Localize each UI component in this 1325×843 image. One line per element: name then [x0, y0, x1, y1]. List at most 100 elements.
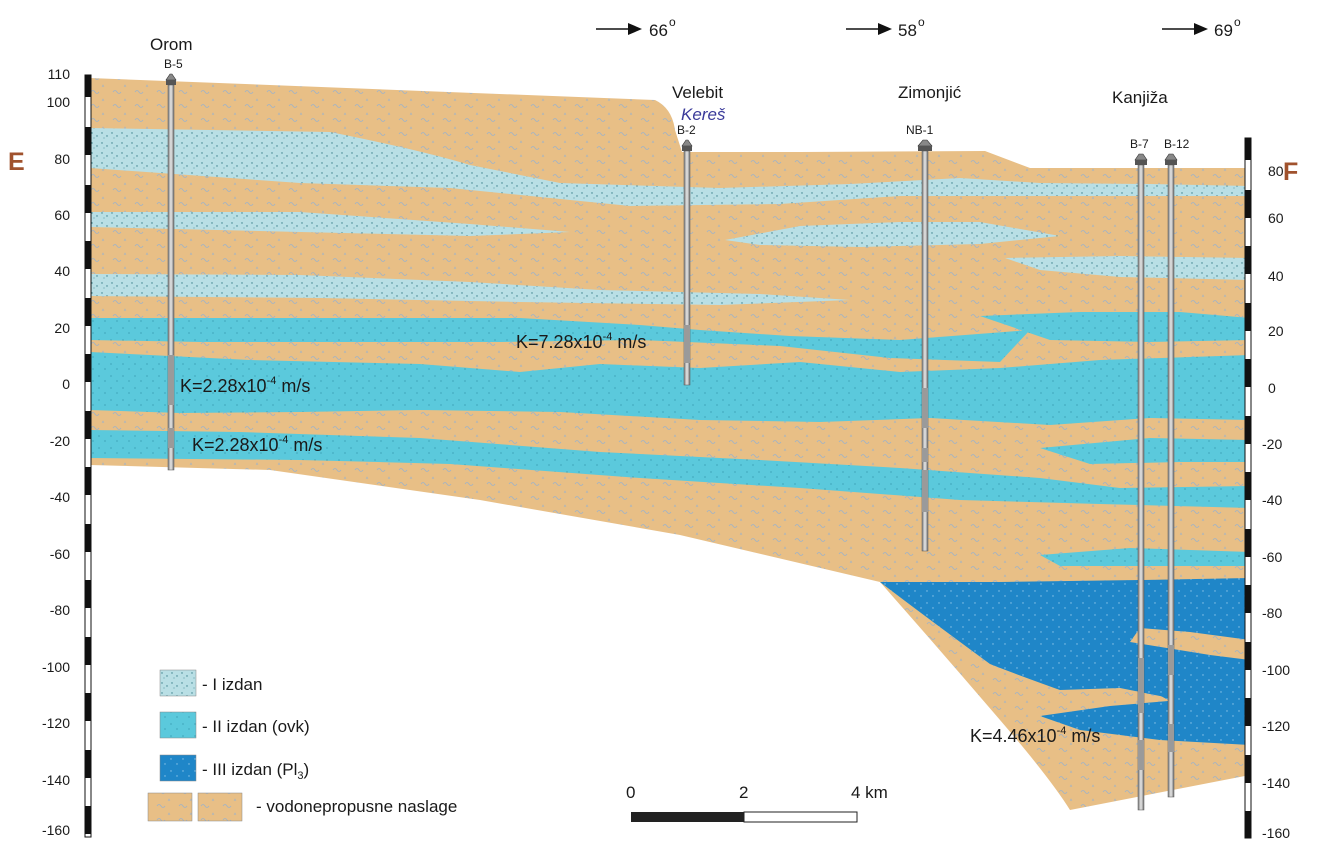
arrow-head-icon	[628, 23, 642, 35]
direction-angle-3: 69	[1214, 21, 1233, 40]
aquifer-i-layer-5	[1005, 256, 1250, 280]
well-label-b12: B-12	[1164, 137, 1190, 151]
well-screen	[1138, 740, 1144, 770]
conductivity-label-4: K=4.46x10-4 m/s	[970, 725, 1100, 746]
well-label-b5: B-5	[164, 57, 183, 71]
aquifer-iii-layer	[880, 578, 1250, 745]
left-tick-110: 110	[48, 66, 71, 82]
left-tick-minus-120: -120	[42, 715, 70, 731]
left-tick-minus-140: -140	[42, 772, 70, 788]
direction-arrow-3: 69 o	[1162, 15, 1241, 40]
left-tick-40: 40	[54, 263, 70, 279]
wellhead-cap	[682, 146, 692, 151]
wellhead-icon	[681, 139, 693, 147]
right-tick-minus-40: -40	[1262, 492, 1282, 508]
aquifer-i-layer-1	[90, 128, 1250, 206]
right-tick-minus-120: -120	[1262, 718, 1290, 734]
wellhead-cap	[1165, 160, 1177, 165]
well-casing	[167, 84, 175, 471]
well-screen	[1138, 658, 1144, 713]
conductivity-label-3: K=7.28x10-4 m/s	[516, 331, 646, 352]
legend-swatch-aquifer-ii	[159, 711, 197, 739]
legend-swatch-impermeable-1	[147, 792, 193, 822]
legend-swatch-aquifer-iii	[159, 754, 197, 782]
well-casing	[683, 150, 691, 386]
left-tick-100: 100	[47, 94, 71, 110]
aquifer-iii-lens	[1150, 682, 1250, 712]
aquifer-i-layer-4	[90, 274, 850, 305]
left-tick-minus-80: -80	[50, 602, 70, 618]
well-label-b7: B-7	[1130, 137, 1149, 151]
locality-velebit: Velebit	[672, 83, 723, 102]
left-elevation-scale: 110 100 80 60 40 20 0 -20 -40 -60 -80 -1…	[42, 66, 92, 838]
section-end-e: E	[8, 148, 25, 176]
right-tick-minus-20: -20	[1262, 436, 1282, 452]
scale-bar: 0 2 4 km	[626, 783, 888, 823]
direction-arrow-1: 66 o	[596, 15, 676, 40]
left-tick-minus-20: -20	[50, 433, 70, 449]
legend-label-aquifer-iii: - III izdan (Pl3)	[202, 760, 309, 782]
well-b2: B-2	[677, 123, 696, 386]
scale-bar-label-2: 2	[739, 783, 748, 802]
legend-label-impermeable: - vodonepropusne naslage	[256, 797, 457, 816]
well-screen	[168, 428, 174, 448]
aquifer-i-layer-2	[90, 212, 570, 236]
locality-kanjiza: Kanjiža	[1112, 88, 1168, 107]
direction-degree-2: o	[918, 15, 925, 29]
left-tick-minus-100: -100	[42, 659, 70, 675]
locality-orom: Orom	[150, 35, 193, 54]
right-tick-minus-160: -160	[1262, 825, 1290, 841]
wellhead-icon	[1164, 153, 1178, 161]
left-tick-minus-40: -40	[50, 489, 70, 505]
arrow-head-icon	[1194, 23, 1208, 35]
aquifer-ii-layer-4	[90, 430, 1250, 508]
left-tick-20: 20	[54, 320, 70, 336]
well-b5: B-5	[164, 57, 183, 471]
scale-bar-label-4km: 4 km	[851, 783, 888, 802]
well-screen	[1168, 724, 1174, 752]
well-screen	[684, 325, 690, 363]
wellhead-cap	[1135, 160, 1147, 165]
direction-angle-2: 58	[898, 21, 917, 40]
wellhead-cap	[918, 146, 932, 151]
right-tick-20: 20	[1268, 323, 1284, 339]
conductivity-label-1: K=2.28x10-4 m/s	[180, 375, 310, 396]
left-tick-minus-60: -60	[50, 546, 70, 562]
well-screen	[1168, 645, 1174, 675]
right-tick-minus-60: -60	[1262, 549, 1282, 565]
right-tick-minus-80: -80	[1262, 605, 1282, 621]
direction-indicators: 66 o 58 o 69 o	[596, 15, 1241, 40]
well-label-nb1: NB-1	[906, 123, 934, 137]
legend-swatch-impermeable-2	[197, 792, 243, 822]
aquifer-ii-layer-5	[1040, 438, 1250, 464]
scale-bar-dark-segment	[631, 812, 744, 822]
conductivity-label-2: K=2.28x10-4 m/s	[192, 434, 322, 455]
left-tick-0: 0	[62, 376, 70, 392]
wellhead-icon	[1134, 153, 1148, 161]
right-tick-minus-100: -100	[1262, 662, 1290, 678]
aquifer-ii-layer-1	[90, 318, 1030, 362]
aquifer-ii-layer-3	[90, 352, 1250, 425]
well-casing	[1167, 164, 1175, 798]
right-tick-0: 0	[1268, 380, 1276, 396]
left-tick-minus-160: -160	[42, 822, 70, 838]
direction-degree-1: o	[669, 15, 676, 29]
well-label-b2: B-2	[677, 123, 696, 137]
arrow-head-icon	[878, 23, 892, 35]
scale-bar-label-0: 0	[626, 783, 635, 802]
well-b7: B-7	[1130, 137, 1149, 811]
aquifer-ii-layer-2	[980, 312, 1250, 342]
well-screen	[922, 448, 928, 462]
direction-angle-1: 66	[649, 21, 668, 40]
left-tick-80: 80	[54, 151, 70, 167]
well-nb1: NB-1	[906, 123, 934, 552]
right-elevation-scale: 80 60 40 20 0 -20 -40 -60 -80 -100 -120 …	[1244, 137, 1290, 841]
right-tick-minus-140: -140	[1262, 775, 1290, 791]
wellhead-icon	[165, 73, 177, 81]
left-tick-60: 60	[54, 207, 70, 223]
well-screen	[922, 470, 928, 512]
well-casing	[1137, 164, 1145, 811]
direction-degree-3: o	[1234, 15, 1241, 29]
section-body	[90, 78, 1250, 810]
